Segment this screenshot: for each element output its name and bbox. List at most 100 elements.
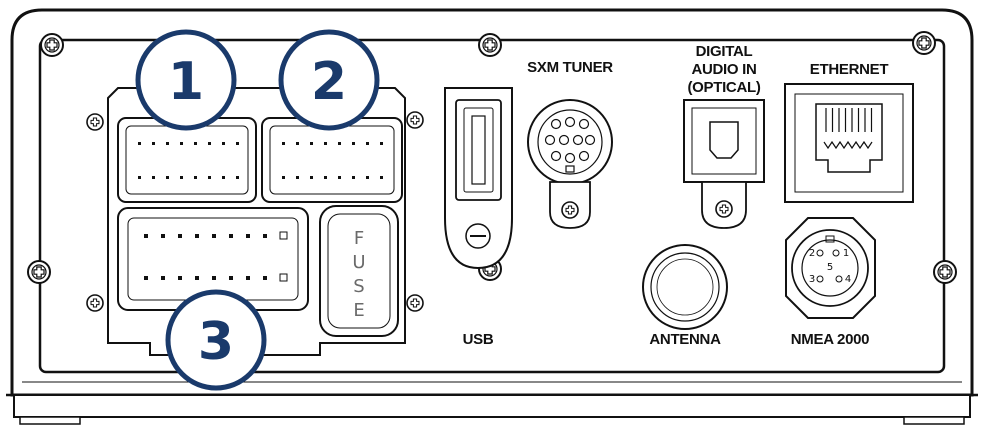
connector-pin bbox=[178, 276, 182, 280]
callout-number: 3 bbox=[198, 312, 234, 372]
ethernet-port: ETHERNET bbox=[784, 61, 914, 203]
screw-icon bbox=[86, 113, 104, 131]
fuse-label-letter: S bbox=[353, 276, 364, 297]
connector-1-port bbox=[117, 117, 257, 203]
sxm-pin-socket bbox=[578, 150, 590, 162]
sxm-tuner-port: SXM TUNER bbox=[527, 59, 614, 229]
sxm-pin-socket bbox=[572, 134, 584, 146]
connector-pin bbox=[195, 276, 199, 280]
connector-pin bbox=[310, 176, 313, 179]
connector-pin bbox=[366, 142, 369, 145]
connector-pin bbox=[229, 276, 233, 280]
digital-audio-optical-port: DIGITAL AUDIO IN (OPTICAL) bbox=[683, 43, 765, 229]
connector-pin bbox=[338, 176, 341, 179]
sxm-pin-socket bbox=[550, 118, 562, 130]
connector-pin bbox=[296, 142, 299, 145]
connector-pin bbox=[194, 142, 197, 145]
connector-pin bbox=[152, 176, 155, 179]
connector-pin bbox=[212, 234, 216, 238]
connector-pin bbox=[178, 234, 182, 238]
antenna-port: ANTENNA bbox=[642, 244, 728, 348]
connector-pin bbox=[144, 276, 148, 280]
screw-icon bbox=[478, 33, 502, 57]
connector-pin bbox=[161, 234, 165, 238]
fuse-label-letter: E bbox=[353, 300, 364, 321]
connector-pin bbox=[138, 176, 141, 179]
connector-pin bbox=[180, 176, 183, 179]
sxm-pin-socket bbox=[564, 116, 576, 128]
connector-pin bbox=[194, 176, 197, 179]
connector-pin bbox=[310, 142, 313, 145]
connector-pin bbox=[282, 142, 285, 145]
sxm-pin-socket bbox=[550, 150, 562, 162]
connector-pin bbox=[208, 142, 211, 145]
connector-pin bbox=[366, 176, 369, 179]
digital-audio-label-line1: DIGITAL bbox=[696, 43, 753, 60]
connector-pin bbox=[166, 142, 169, 145]
connector-pin bbox=[263, 234, 267, 238]
fuse-label-letter: F bbox=[354, 228, 364, 249]
connector-2-port bbox=[261, 117, 403, 203]
screw-icon bbox=[933, 260, 957, 284]
callout-number: 2 bbox=[311, 52, 347, 112]
nmea-label: NMEA 2000 bbox=[791, 331, 869, 348]
sxm-pin-socket bbox=[584, 134, 596, 146]
nmea-pin-label: 5 bbox=[827, 262, 833, 273]
connector-pin bbox=[380, 142, 383, 145]
screw-icon bbox=[406, 294, 424, 312]
sxm-key-notch bbox=[565, 165, 575, 173]
fuse-label-letter: U bbox=[352, 252, 365, 273]
fuse-holder: F U S E bbox=[319, 205, 399, 337]
connector-pin bbox=[324, 176, 327, 179]
connector-pin bbox=[296, 176, 299, 179]
digital-audio-label-line2: AUDIO IN bbox=[691, 61, 756, 78]
nmea-pin-label: 1 bbox=[843, 248, 849, 259]
sxm-tuner-label: SXM TUNER bbox=[527, 59, 613, 76]
screw-icon bbox=[27, 260, 51, 284]
usb-label: USB bbox=[463, 331, 494, 348]
connector-pin bbox=[161, 276, 165, 280]
nmea-pin-label: 2 bbox=[809, 248, 815, 259]
digital-audio-label-line3: (OPTICAL) bbox=[687, 79, 760, 96]
ethernet-contact-springs bbox=[823, 140, 873, 150]
sxm-pin-socket bbox=[544, 134, 556, 146]
screw-icon bbox=[86, 294, 104, 312]
sxm-pin-socket bbox=[558, 134, 570, 146]
connector-pin bbox=[222, 176, 225, 179]
connector-pin bbox=[263, 276, 267, 280]
connector-pin bbox=[352, 176, 355, 179]
usb-port: USB bbox=[444, 87, 513, 348]
connector-pin bbox=[282, 176, 285, 179]
connector-pin bbox=[246, 234, 250, 238]
screw-icon bbox=[912, 31, 936, 55]
connector-pin bbox=[166, 176, 169, 179]
sxm-pin-socket bbox=[564, 152, 576, 164]
nmea-pin-label: 4 bbox=[845, 274, 851, 285]
connector-pin bbox=[352, 142, 355, 145]
callout-2: 2 bbox=[278, 29, 380, 131]
connector-pin bbox=[236, 142, 239, 145]
connector-pin bbox=[212, 276, 216, 280]
connector-pin bbox=[324, 142, 327, 145]
connector-pin bbox=[180, 142, 183, 145]
callout-3: 3 bbox=[165, 289, 267, 391]
nmea-pin-label: 3 bbox=[809, 274, 815, 285]
connector-pin bbox=[152, 142, 155, 145]
connector-pin bbox=[338, 142, 341, 145]
connector-pin bbox=[236, 176, 239, 179]
antenna-label: ANTENNA bbox=[649, 331, 721, 348]
connector-pin bbox=[229, 234, 233, 238]
ethernet-label: ETHERNET bbox=[810, 61, 889, 78]
connector-pin bbox=[246, 276, 250, 280]
connector-pin bbox=[144, 234, 148, 238]
sxm-pin-socket bbox=[578, 118, 590, 130]
connector-pin bbox=[195, 234, 199, 238]
screw-icon bbox=[406, 111, 424, 129]
screw-icon bbox=[561, 201, 579, 219]
callout-number: 1 bbox=[168, 52, 204, 112]
screw-icon bbox=[40, 33, 64, 57]
nmea-2000-port: 1 2 3 4 5 NMEA 2000 bbox=[785, 217, 876, 348]
connector-pin bbox=[380, 176, 383, 179]
